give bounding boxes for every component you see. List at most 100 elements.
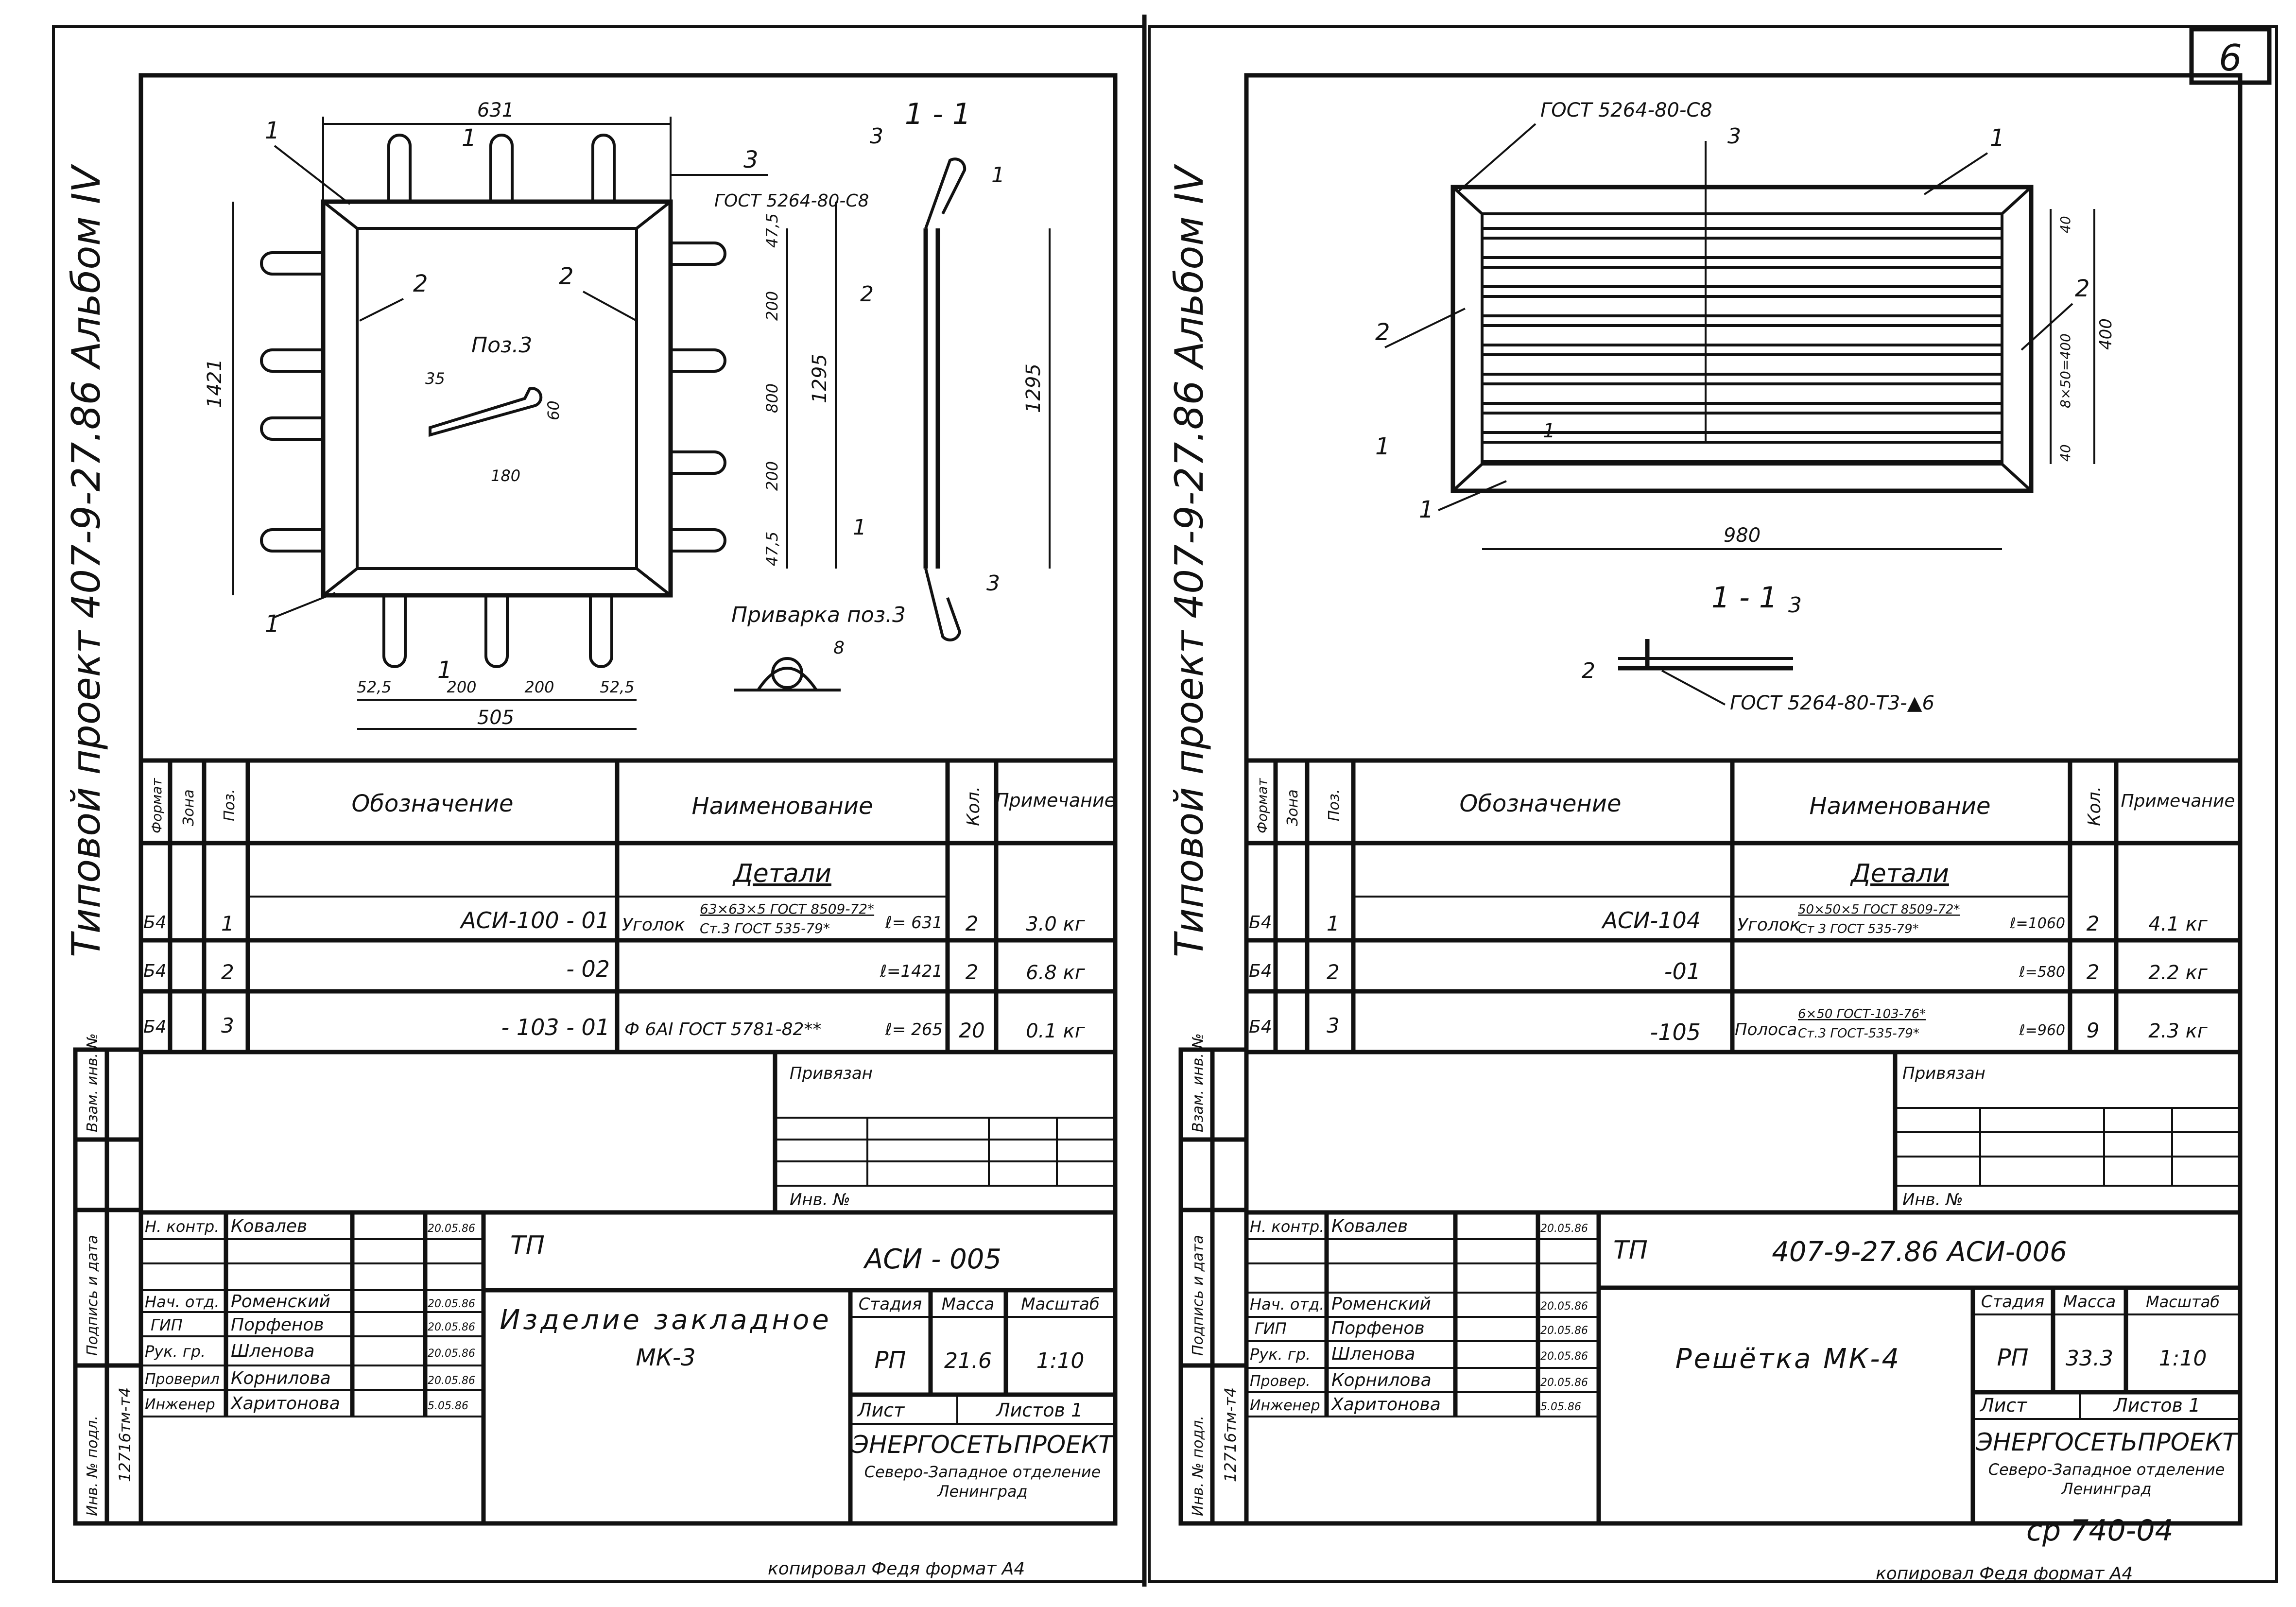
bom-row-1-note: 4.1 кг xyxy=(2148,913,2208,935)
sec-callout-2: 2 xyxy=(860,282,874,307)
tb-name-5: Харитонова xyxy=(1330,1395,1441,1415)
bom-row-3-name: Полоса xyxy=(1735,1020,1797,1039)
tb-scale-label: Масштаб xyxy=(2146,1293,2220,1311)
dim-v-0: 40 xyxy=(2057,216,2073,233)
binding-title: Привязан xyxy=(790,1064,873,1083)
weld-note-section: ГОСТ 5264-80-Т3-▲6 xyxy=(1730,692,1934,714)
tb-role-4: Проверил xyxy=(145,1371,220,1388)
tb-org: ЭНЕРГОСЕТЬПРОЕКТ xyxy=(1975,1428,2239,1456)
pos3-dim-35: 35 xyxy=(425,369,445,388)
bom-row-3-format: Б4 xyxy=(1249,1017,1272,1037)
dim-overall-width: 980 xyxy=(1724,524,1761,547)
bom-row-2-designation: -01 xyxy=(1664,958,1701,985)
drawing-mk4: ГОСТ 5264-80-С8 40 8×50=400 40 400 980 1… xyxy=(1375,99,2116,714)
sheet-right: Типовой проект 407-9-27.86 Альбом IV xyxy=(1167,73,2243,1584)
strip-inv-number: 12716тм-т4 xyxy=(1221,1387,1240,1482)
bom-header-zone: Зона xyxy=(1284,789,1301,826)
section-mark-bottom: 1 xyxy=(1543,420,1555,442)
binding-inv: Инв. № xyxy=(790,1190,850,1210)
sheet-left: Типовой проект 407-9-27.86 Альбом IV 631 xyxy=(64,73,1118,1579)
drawing-mk3: 631 1421 1295 47,5 200 800 200 47,5 52,5… xyxy=(204,97,1051,730)
tb-name-3: Шленова xyxy=(231,1341,315,1361)
pos3-dim-60: 60 xyxy=(544,400,563,420)
tb-sheet-label: Лист xyxy=(857,1400,905,1421)
tb-name-0: Ковалев xyxy=(231,1216,307,1236)
left-strip: Взам. инв. № Подпись и дата Инв. № подл.… xyxy=(73,1033,143,1526)
dim-v-4: 47,5 xyxy=(763,532,781,566)
bom-header-designation: Обозначение xyxy=(1459,790,1621,817)
dim-v-1: 8×50=400 xyxy=(2057,333,2073,408)
weld-leg: 8 xyxy=(833,638,845,658)
bom-row-1-name: Уголок xyxy=(1737,915,1800,935)
tb-name-1: Роменский xyxy=(1331,1294,1431,1314)
tb-item-name-2: МК-3 xyxy=(636,1344,695,1371)
callout-2-left: 2 xyxy=(1375,319,1390,346)
sec-callout-1-bottom: 1 xyxy=(853,515,866,540)
tb-mass: 33.3 xyxy=(2066,1346,2113,1371)
tb-name-5: Харитонова xyxy=(230,1394,340,1414)
bom-row-2-note: 6.8 кг xyxy=(1026,962,1085,984)
binding-block: Привязан Инв. № xyxy=(773,1052,1115,1212)
bom-row-2-format: Б4 xyxy=(1249,961,1272,981)
bom-row-2-length: ℓ=580 xyxy=(2019,964,2065,981)
tb-scale: 1:10 xyxy=(2159,1346,2207,1371)
bom-row-3-qty: 9 xyxy=(2087,1019,2100,1042)
bom-row-2-qty: 2 xyxy=(2087,960,2100,984)
tb-date-1: 20.05.86 xyxy=(1540,1300,1588,1313)
bom-row-3-designation: -105 xyxy=(1650,1019,1701,1045)
tb-code: АСИ - 005 xyxy=(863,1244,1001,1275)
dim-height: 400 xyxy=(2096,318,2116,350)
dim-b-1: 200 xyxy=(447,678,476,696)
binding-title: Привязан xyxy=(1902,1064,1985,1083)
bom-header-note: Примечание xyxy=(995,790,1116,811)
tb-stage: РП xyxy=(874,1347,906,1374)
tb-name-4: Корнилова xyxy=(231,1368,331,1388)
tb-stage: РП xyxy=(1997,1344,2028,1371)
tb-role-5: Инженер xyxy=(145,1396,215,1413)
bom-header-qty: Кол. xyxy=(2085,786,2105,826)
bom-header-name: Наименование xyxy=(1809,793,1990,820)
bom-row-3-length: ℓ=960 xyxy=(2019,1022,2065,1039)
callout-2-right: 2 xyxy=(2075,275,2090,302)
tb-date-3: 20.05.86 xyxy=(428,1348,475,1360)
bom-row-3-note: 2.3 кг xyxy=(2148,1020,2208,1042)
title-block: ТП 407-9-27.86 АСИ-006 Н. контр. Ковалев… xyxy=(1246,1210,2240,1523)
binding-inv: Инв. № xyxy=(1902,1190,1963,1210)
tb-role-1: Нач. отд. xyxy=(1250,1295,1324,1313)
tb-name-1: Роменский xyxy=(231,1292,330,1312)
tb-role-2: ГИП xyxy=(151,1316,183,1334)
tb-item-name-1: Решётка МК-4 xyxy=(1675,1343,1901,1375)
binding-block: Привязан Инв. № xyxy=(1893,1052,2240,1212)
bom-row-2-qty: 2 xyxy=(966,960,979,984)
dim-bottom-width: 505 xyxy=(477,707,514,729)
copy-note: копировал Федя формат А4 xyxy=(1876,1564,2133,1584)
bom-row-3-format: Б4 xyxy=(143,1017,167,1037)
tb-date-1: 20.05.86 xyxy=(428,1298,475,1310)
strip-inv-number: 12716тм-т4 xyxy=(116,1387,134,1482)
callout-2-left: 2 xyxy=(413,270,428,297)
tb-role-0: Н. контр. xyxy=(1250,1217,1324,1236)
sec-callout-3-bottom: 3 xyxy=(986,571,1000,596)
bom-row-1-spec-bottom: Ст 3 ГОСТ 535-79* xyxy=(1798,922,1919,936)
bom-row-3-note: 0.1 кг xyxy=(1026,1020,1085,1042)
bom-row-1-note: 3.0 кг xyxy=(1026,913,1085,935)
tb-org-sub1: Северо-Западное отделение xyxy=(1988,1460,2225,1479)
tb-mass-label: Масса xyxy=(942,1295,994,1314)
bom-row-3-spec-top: 6×50 ГОСТ-103-76* xyxy=(1798,1007,1926,1021)
tb-sheet-label: Лист xyxy=(1979,1395,2028,1416)
weld-caption: Приварка поз.3 xyxy=(731,603,906,627)
tb-code-left: ТП xyxy=(1613,1236,1648,1265)
bom-row-1-pos: 1 xyxy=(221,912,234,935)
tb-org-sub2: Ленинград xyxy=(2061,1480,2151,1498)
dim-b-0: 52,5 xyxy=(357,678,391,696)
tb-date-0: 20.05.86 xyxy=(428,1223,475,1235)
bom-row-2-pos: 2 xyxy=(221,960,234,984)
section-title: 1 - 1 xyxy=(905,97,971,131)
dim-v-3: 200 xyxy=(763,461,781,491)
bom-row-1-format: Б4 xyxy=(143,913,167,933)
bom-row-3-designation: - 103 - 01 xyxy=(501,1014,610,1040)
bom-row-1-spec-top: 63×63×5 ГОСТ 8509-72* xyxy=(700,901,874,917)
tb-role-5: Инженер xyxy=(1250,1397,1320,1414)
tb-org-sub2: Ленинград xyxy=(937,1482,1027,1501)
tb-role-1: Нач. отд. xyxy=(145,1293,219,1311)
